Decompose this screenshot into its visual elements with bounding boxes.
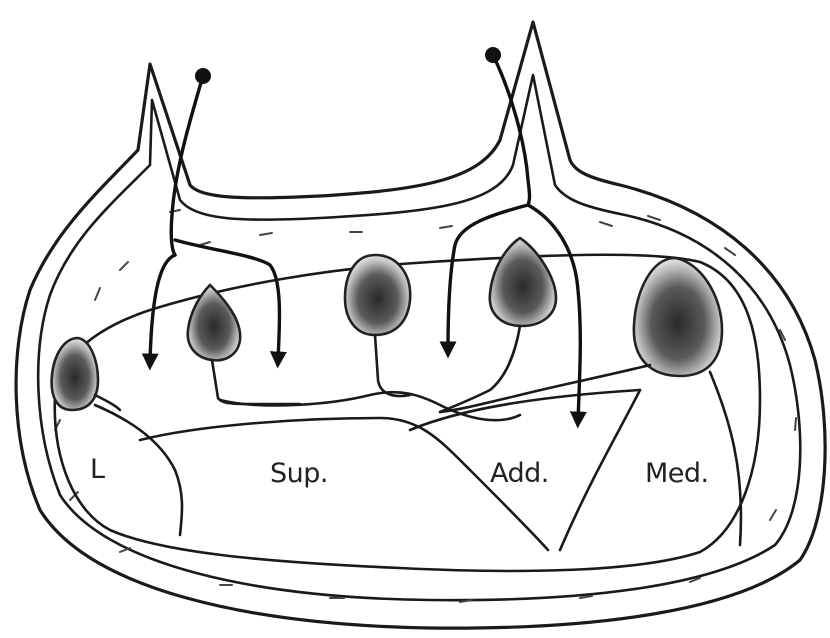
label-adductor: Add. [490, 458, 549, 489]
neuron-superficial-2 [345, 255, 410, 396]
axon-right [448, 47, 580, 420]
neuron-superficial-1 [188, 285, 300, 404]
label-lateral: L [90, 454, 105, 485]
label-medial: Med. [645, 458, 709, 489]
neuron-lateral [52, 338, 120, 410]
label-superficial: Sup. [270, 458, 328, 489]
neuron-adductor [440, 238, 556, 412]
